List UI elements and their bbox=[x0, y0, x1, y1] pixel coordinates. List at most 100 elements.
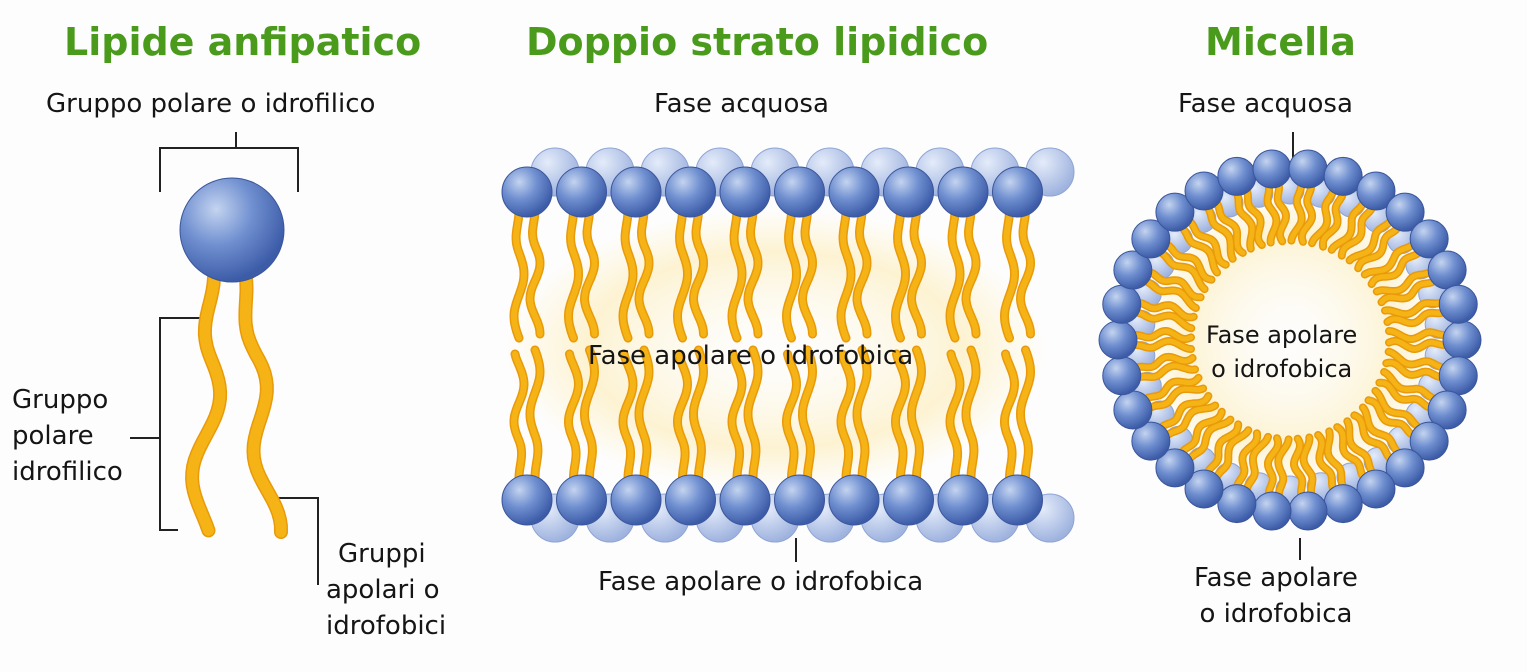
polar-head bbox=[1409, 421, 1449, 461]
polar-head bbox=[1113, 390, 1153, 430]
polar-head bbox=[883, 474, 934, 526]
tail-highlight bbox=[565, 207, 582, 341]
tail-highlight bbox=[1135, 354, 1196, 370]
tail-highlight bbox=[1362, 242, 1415, 277]
polar-head bbox=[1155, 192, 1195, 232]
tail-highlight bbox=[783, 351, 800, 481]
tail-highlight bbox=[1017, 207, 1034, 337]
polar-head bbox=[1438, 356, 1478, 396]
tail-highlight bbox=[1334, 424, 1366, 479]
polar-head bbox=[1131, 421, 1171, 461]
polar-head bbox=[1385, 192, 1425, 232]
tail-highlight bbox=[1214, 427, 1251, 479]
tail-highlight bbox=[581, 207, 598, 337]
tail-highlight bbox=[526, 207, 544, 337]
tail-highlight bbox=[1235, 192, 1255, 252]
tail-highlight bbox=[1351, 412, 1392, 461]
polar-head bbox=[1409, 219, 1449, 259]
polar-head bbox=[1385, 448, 1425, 488]
polar-head bbox=[1252, 149, 1292, 189]
head-bracket bbox=[159, 132, 299, 192]
tail-highlight bbox=[728, 351, 746, 481]
polar-head bbox=[774, 474, 825, 526]
tail-highlight bbox=[1374, 270, 1432, 294]
tail-highlight bbox=[1315, 432, 1336, 491]
tail-highlight bbox=[1339, 206, 1374, 259]
tail-highlight bbox=[892, 351, 909, 481]
tail-highlight bbox=[1244, 189, 1265, 248]
tail-highlight bbox=[744, 347, 762, 481]
micelle-top-label: Fase acquosa bbox=[1178, 89, 1353, 119]
polar-head bbox=[992, 474, 1043, 526]
tail-highlight bbox=[1369, 251, 1421, 287]
tail-highlight bbox=[1309, 189, 1336, 246]
polar-head bbox=[992, 166, 1043, 218]
tail-highlight bbox=[1165, 403, 1218, 438]
tail-highlight bbox=[799, 347, 816, 481]
polar-head bbox=[1356, 469, 1396, 509]
polar-head bbox=[719, 166, 771, 218]
polar-head bbox=[179, 177, 285, 283]
tail-highlight bbox=[619, 207, 637, 341]
tail-highlight bbox=[239, 272, 287, 538]
tail-highlight bbox=[962, 207, 980, 337]
polar-head bbox=[937, 474, 989, 526]
polar-head bbox=[1113, 250, 1153, 290]
tail-highlight bbox=[1180, 409, 1225, 454]
polar-head bbox=[1323, 484, 1363, 524]
tail-highlight bbox=[1372, 388, 1421, 429]
tail-highlight bbox=[1275, 436, 1292, 497]
polar-head bbox=[1356, 171, 1396, 211]
tail-highlight bbox=[1001, 351, 1018, 481]
tail-highlight bbox=[1301, 435, 1315, 496]
tail-highlight bbox=[1355, 226, 1400, 271]
tail-highlight bbox=[674, 351, 691, 481]
micelle-inner-line: Fase apolare bbox=[1206, 321, 1358, 349]
tail-highlight bbox=[1206, 421, 1241, 474]
tail-highlight bbox=[1235, 430, 1260, 488]
polar-head bbox=[556, 166, 607, 218]
leader-lines bbox=[130, 132, 1301, 585]
tail-highlight bbox=[510, 351, 528, 481]
tail-highlight bbox=[690, 207, 707, 337]
micelle-bottom-line: Fase apolare bbox=[1194, 563, 1358, 593]
tail-highlight bbox=[744, 207, 762, 337]
bilayer-bottom-label: Fase apolare o idrofobica bbox=[598, 567, 924, 597]
tail-highlight bbox=[1188, 219, 1229, 268]
polar-head bbox=[1102, 284, 1142, 324]
tails-bracket-left bbox=[130, 317, 210, 531]
tail-highlight bbox=[1383, 360, 1443, 380]
tail-highlight bbox=[1329, 201, 1366, 253]
tail-highlight bbox=[1291, 436, 1305, 497]
polar-head bbox=[610, 166, 662, 218]
polar-head bbox=[1427, 390, 1467, 430]
tail-highlight bbox=[908, 347, 925, 481]
tail-highlight bbox=[1382, 300, 1443, 317]
tail-highlight bbox=[1137, 363, 1198, 380]
tail-highlight bbox=[1360, 405, 1400, 454]
polar-head bbox=[1288, 491, 1328, 531]
polar-head bbox=[828, 166, 880, 218]
polar-head bbox=[1184, 469, 1224, 509]
micelle-inner-line: o idrofobica bbox=[1211, 355, 1353, 383]
tail-highlight bbox=[1379, 279, 1436, 305]
polar-head bbox=[883, 166, 934, 218]
tail-highlight bbox=[1188, 417, 1233, 461]
tail-highlight bbox=[1347, 219, 1392, 263]
tails-label-line: apolari o bbox=[326, 575, 440, 605]
tail-highlight bbox=[1386, 338, 1447, 352]
title-amphipathic: Lipide anfipatico bbox=[64, 20, 422, 64]
polar-head bbox=[1288, 149, 1328, 189]
tail-highlight bbox=[635, 347, 653, 481]
polar-head bbox=[1131, 219, 1171, 259]
polar-head bbox=[1155, 448, 1195, 488]
tail-highlight bbox=[1137, 300, 1197, 320]
tail-highlight bbox=[1275, 183, 1289, 244]
tail-highlight bbox=[526, 347, 544, 481]
polar-head bbox=[665, 474, 716, 526]
tail-highlight bbox=[799, 207, 816, 337]
polar-head bbox=[774, 166, 825, 218]
tail-highlight bbox=[1159, 393, 1211, 429]
polar-head bbox=[501, 474, 553, 526]
tail-highlight bbox=[619, 351, 637, 481]
